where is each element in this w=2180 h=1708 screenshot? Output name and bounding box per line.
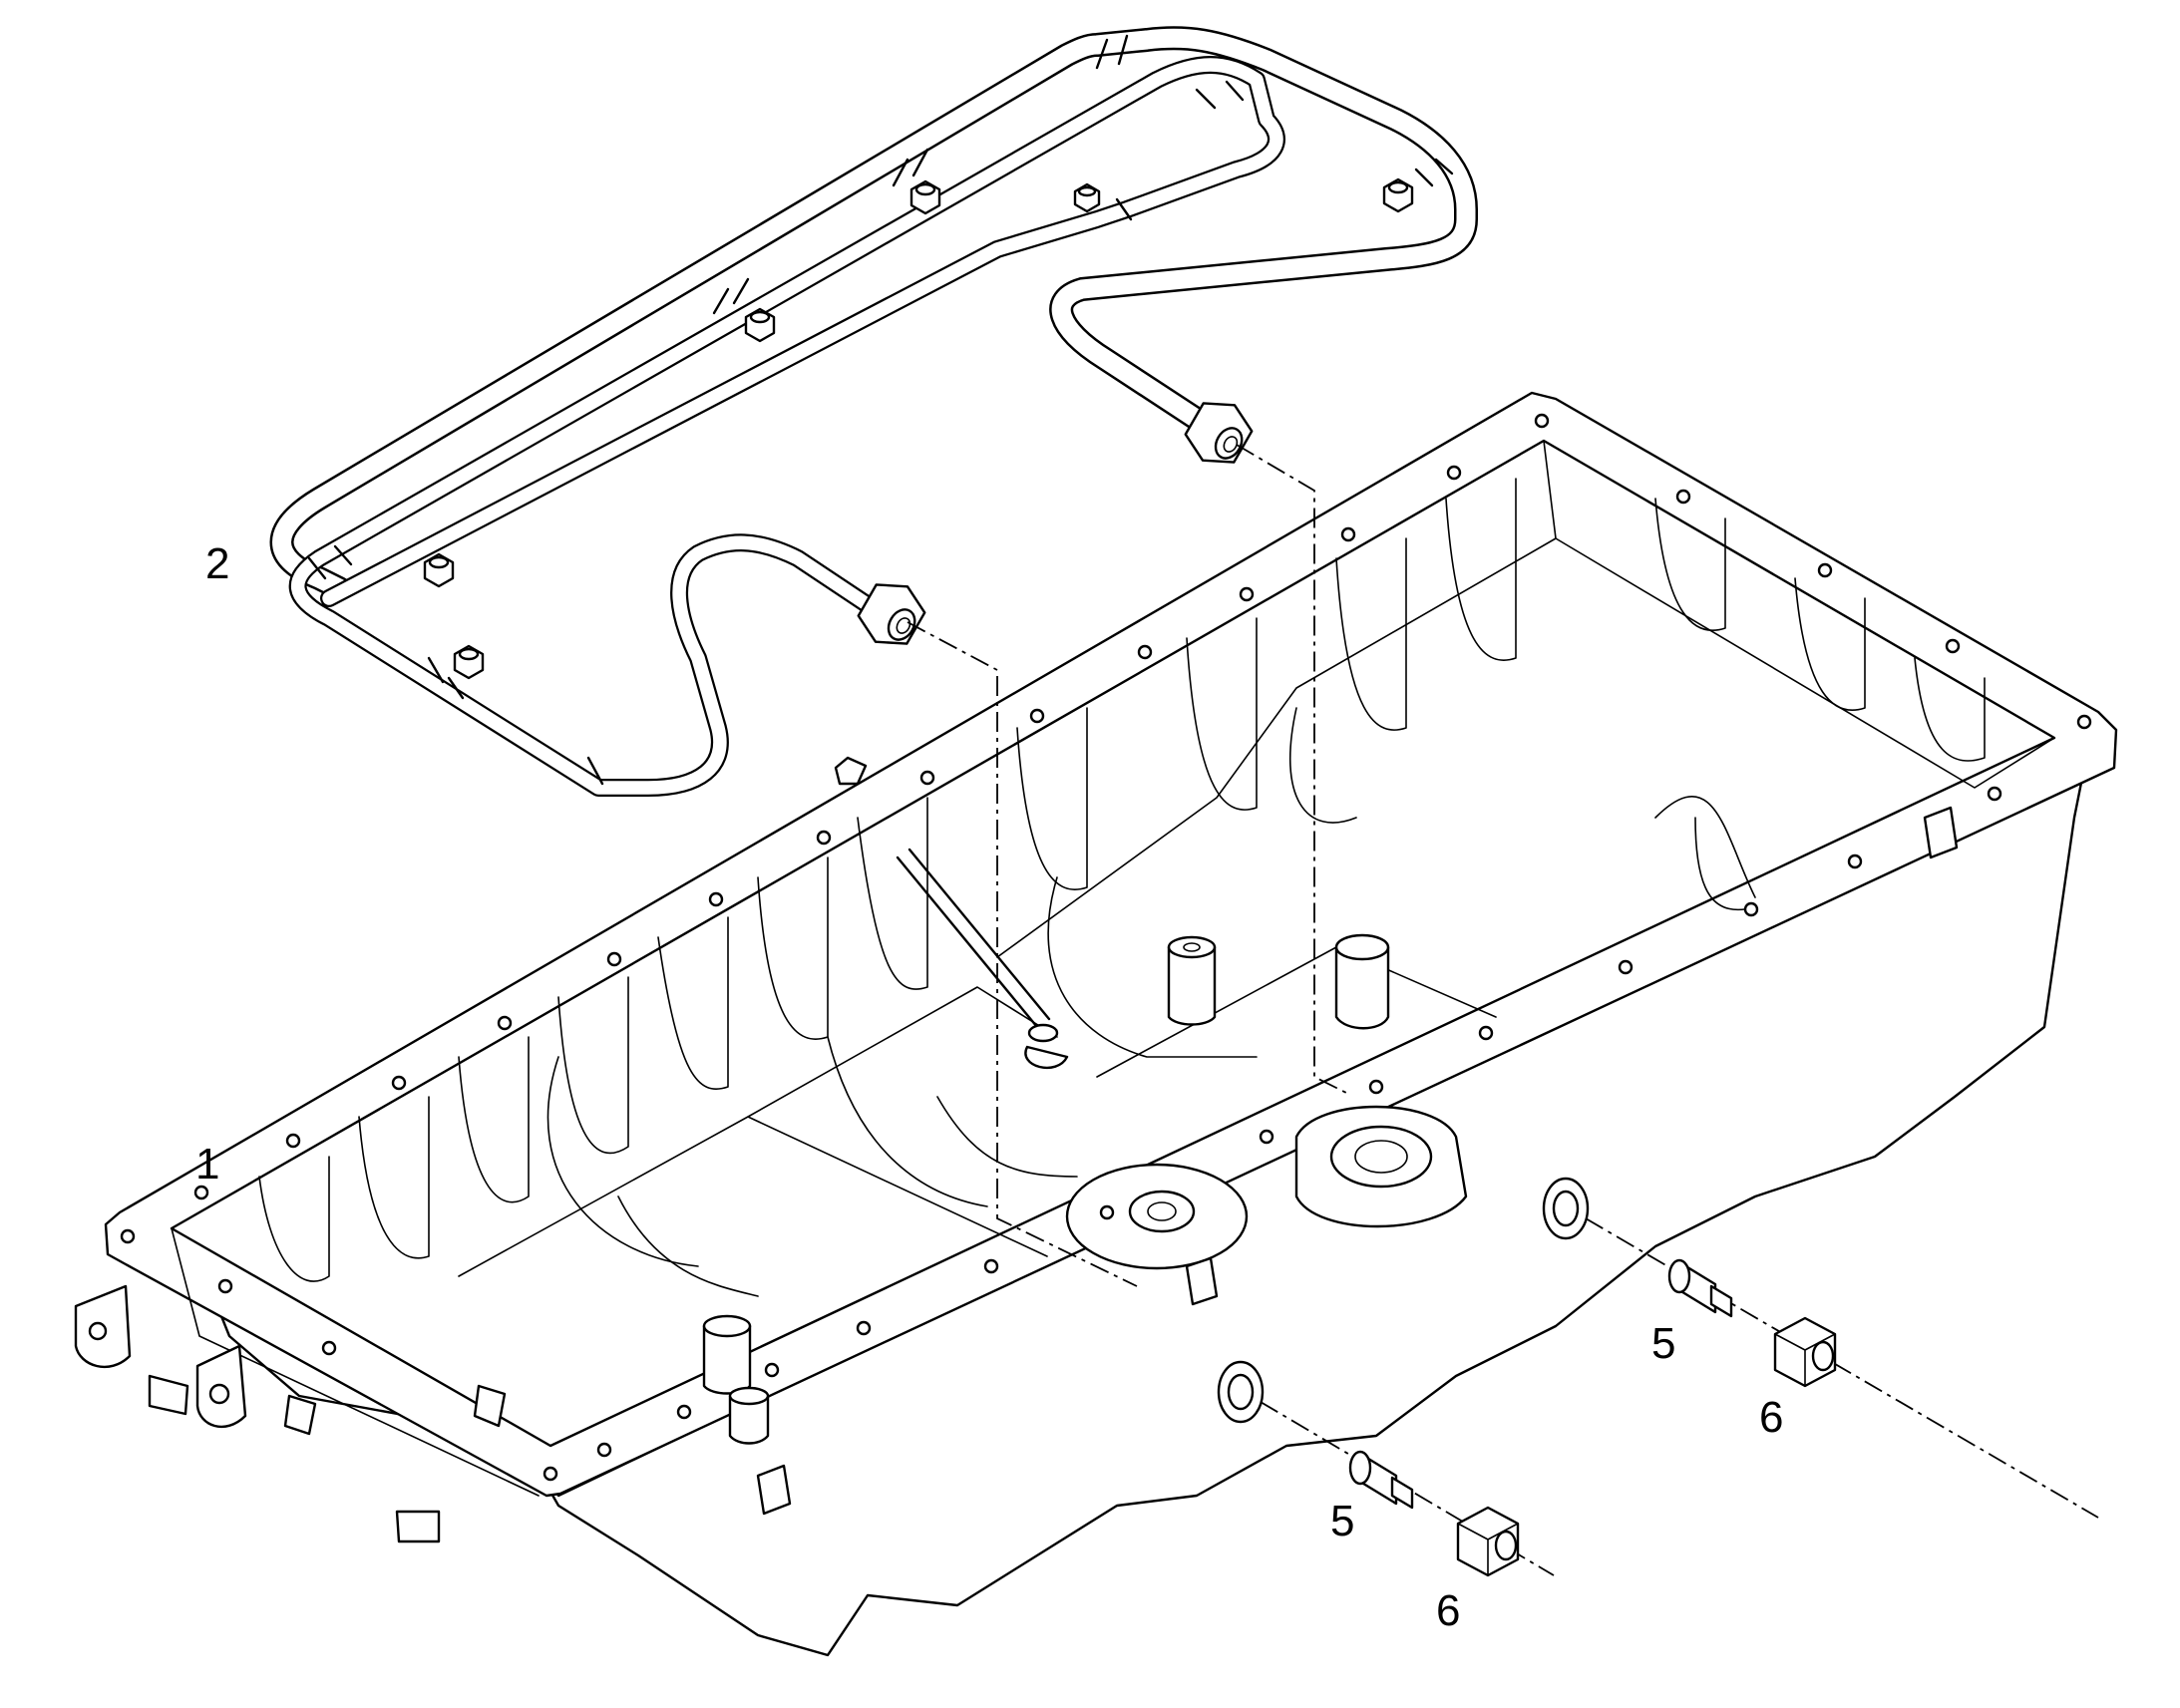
dipstick-tube (896, 848, 1069, 1070)
oil-pan-side-clips (283, 806, 1959, 1516)
tube-sleeves (307, 34, 1454, 786)
callout-6-left: 6 (1436, 1586, 1460, 1635)
callout-6-right: 6 (1759, 1393, 1783, 1442)
callout-2: 2 (205, 539, 229, 588)
callout-1: 1 (195, 1140, 219, 1189)
plug-right (1667, 1258, 1733, 1318)
tube-bracket-bolts (423, 177, 1414, 680)
oil-pan-flange (104, 391, 2118, 1498)
tube-fitting-nut-upper (1184, 402, 1254, 464)
nut-left (1456, 1506, 1520, 1577)
oil-pan-mount-ears (74, 1284, 441, 1543)
oil-pan-flange-holes (120, 413, 2092, 1482)
plug-left (1348, 1450, 1414, 1510)
oil-pan-ribs (258, 478, 1986, 1282)
oil-pan-sump-boss (1065, 1105, 1468, 1270)
callout-5-right: 5 (1651, 1319, 1675, 1368)
tube-fitting-nut-lower (857, 583, 926, 645)
oil-pan-bosses (702, 933, 1390, 1445)
callouts: 1 2 5 6 5 6 (195, 539, 1783, 1635)
oil-tube-assembly (269, 26, 1478, 797)
oil-pan (74, 391, 2118, 1657)
sensor-bracket (834, 756, 868, 786)
callout-5-left: 5 (1330, 1497, 1354, 1545)
drain-ports (1217, 1177, 1590, 1424)
oil-pan-baffles (546, 707, 1756, 1297)
nut-right (1773, 1316, 1837, 1388)
